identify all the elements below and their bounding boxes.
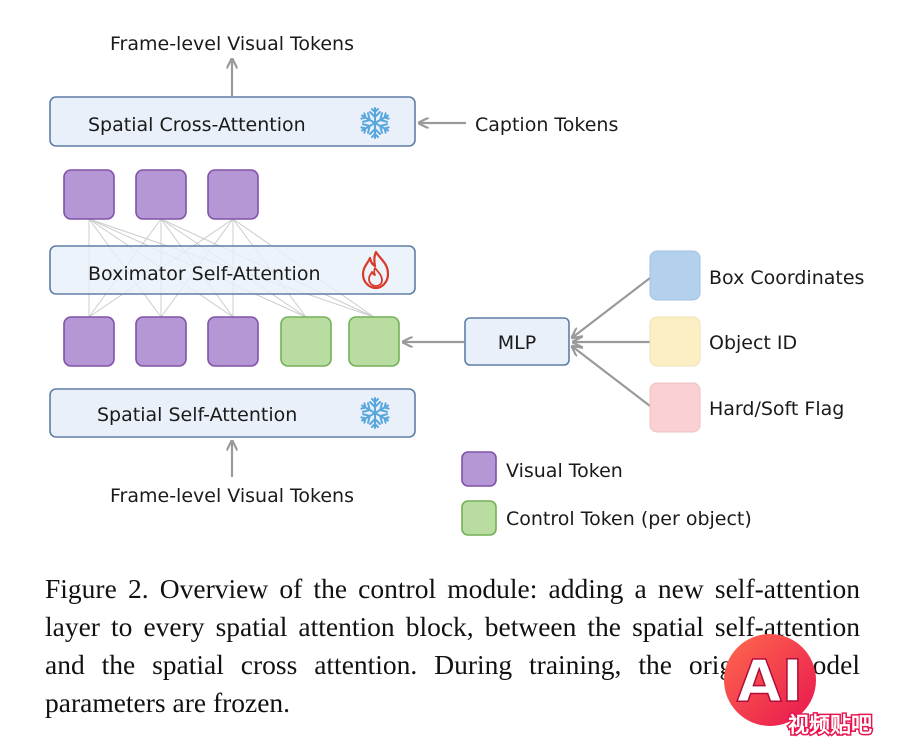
control-token-1 — [280, 316, 332, 367]
watermark-logo: AI 视频贴吧 — [724, 634, 874, 739]
flag-arrow — [573, 347, 651, 407]
hard-soft-flag-label: Hard/Soft Flag — [709, 398, 844, 420]
top-output-label: Frame-level Visual Tokens — [110, 33, 354, 55]
mlp-label: MLP — [498, 332, 536, 354]
logo-subtext: 视频贴吧 — [788, 713, 872, 737]
mlp-block: MLP — [464, 317, 570, 366]
visual-token-bottom-2 — [135, 316, 187, 367]
cross-attention-block: Spatial Cross-Attention — [49, 96, 416, 147]
figure-caption: Figure 2. Overview of the control module… — [45, 573, 860, 718]
box-coordinates-arrow — [573, 277, 651, 337]
hard-soft-flag-swatch — [649, 382, 701, 433]
boximator-label: Boximator Self-Attention — [88, 263, 320, 285]
legend: Visual Token Control Token (per object) — [461, 451, 752, 536]
logo-badge — [724, 634, 816, 726]
legend-visual-label: Visual Token — [506, 460, 623, 482]
control-module-diagram: Frame-level Visual Tokens Spatial Cross-… — [49, 33, 864, 536]
control-token-2 — [348, 316, 400, 367]
snowflake-icon — [360, 397, 390, 429]
visual-token-top-2 — [135, 169, 187, 220]
logo-text: AI — [737, 647, 803, 715]
legend-visual-swatch — [461, 451, 497, 487]
self-attention-block: Spatial Self-Attention — [49, 388, 416, 438]
snowflake-icon — [360, 107, 390, 139]
box-coordinates-swatch — [649, 250, 701, 301]
visual-token-top-1 — [63, 169, 115, 220]
object-id-swatch — [649, 316, 701, 367]
visual-token-bottom-1 — [63, 316, 115, 367]
boximator-block: Boximator Self-Attention — [49, 245, 416, 295]
caption-tokens-label: Caption Tokens — [475, 114, 618, 136]
visual-token-top-3 — [207, 169, 259, 220]
bottom-input-label: Frame-level Visual Tokens — [110, 485, 354, 507]
flame-icon — [361, 250, 390, 290]
legend-control-swatch — [461, 500, 497, 536]
cross-attention-label: Spatial Cross-Attention — [88, 114, 306, 136]
legend-control-label: Control Token (per object) — [506, 508, 752, 530]
visual-token-bottom-3 — [207, 316, 259, 367]
object-id-label: Object ID — [709, 332, 797, 354]
self-attention-label: Spatial Self-Attention — [97, 404, 297, 426]
box-coordinates-label: Box Coordinates — [709, 267, 864, 289]
